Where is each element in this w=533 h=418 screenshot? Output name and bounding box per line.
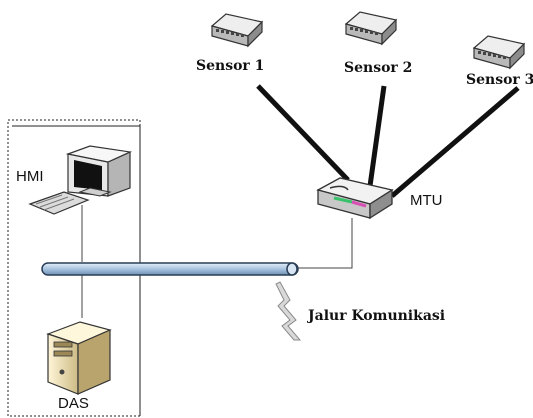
link-sensor2-mtu (367, 85, 387, 187)
mtu-label: MTU (410, 192, 443, 209)
jalur-komunikasi-label: Jalur Komunikasi (306, 308, 445, 324)
sensor-2-label: Sensor 2 (344, 60, 412, 76)
sensor-3-switch-icon (473, 35, 525, 69)
link-sensor3-mtu (390, 86, 520, 198)
sensor-1-switch-icon (211, 13, 263, 47)
sensor-1-label: Sensor 1 (196, 58, 264, 74)
communication-bus-icon (41, 262, 299, 276)
sensor-3-label: Sensor 3 (466, 72, 533, 88)
link-sensor1-mtu (256, 84, 350, 182)
das-label: DAS (58, 395, 89, 412)
das-server-tower-icon (46, 321, 112, 395)
link-mtu-bus (298, 218, 353, 269)
hmi-computer-icon (28, 145, 133, 215)
mtu-router-icon (316, 177, 394, 220)
hmi-label: HMI (16, 168, 44, 185)
sensor-2-switch-icon (345, 11, 397, 45)
lightning-link-icon (275, 281, 302, 341)
